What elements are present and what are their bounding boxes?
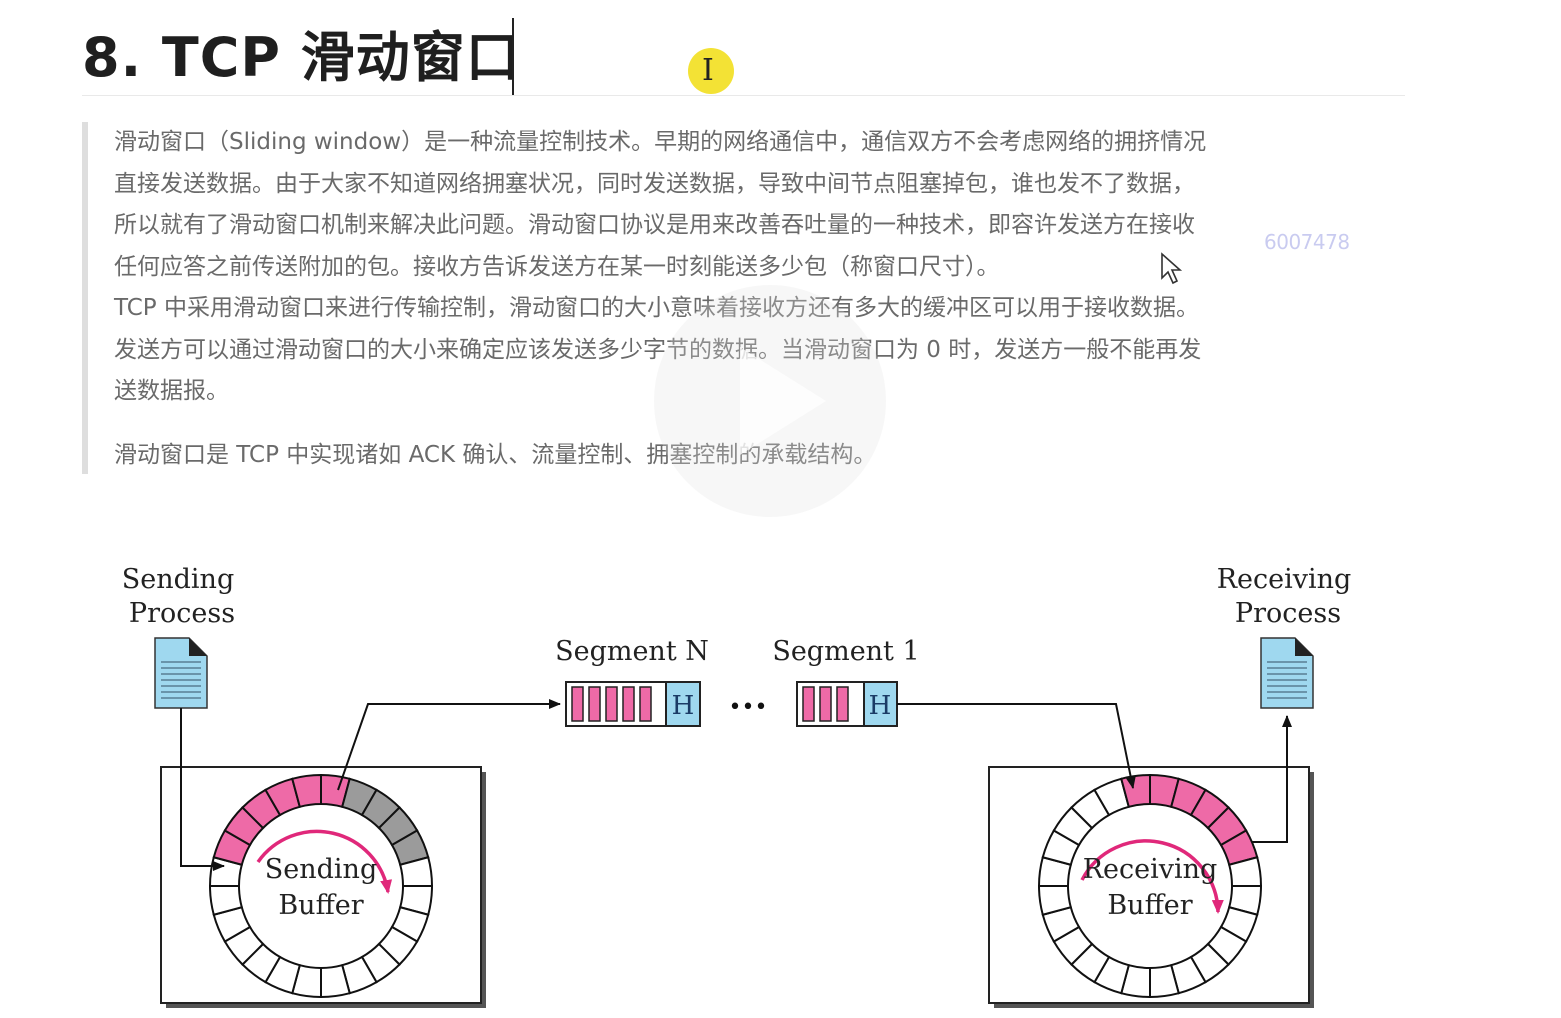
video-play-button[interactable] xyxy=(654,285,886,517)
segment-1-label: Segment 1 xyxy=(772,636,919,667)
buffer-to-segment-arrow xyxy=(337,699,561,791)
process-to-buffer-arrow xyxy=(180,708,225,871)
segment-n: H xyxy=(565,681,701,727)
receiving-process-label: Process xyxy=(1235,598,1341,629)
watermark-text: 6007478 xyxy=(1264,230,1350,254)
segment-n-header: H xyxy=(672,691,695,721)
mouse-pointer-icon xyxy=(1161,252,1183,285)
receiving-document-icon xyxy=(1260,637,1314,709)
segment-to-buffer-arrow xyxy=(897,703,1136,789)
paragraph-line: 滑动窗口（Sliding window）是一种流量控制技术。早期的网络通信中，通… xyxy=(114,129,1207,155)
description-blockquote: 滑动窗口（Sliding window）是一种流量控制技术。早期的网络通信中，通… xyxy=(82,122,1378,474)
segment-1: H xyxy=(796,681,898,727)
cursor-highlight xyxy=(688,48,734,94)
buffer-slot xyxy=(398,856,434,887)
receiving-buffer-label: Receiving xyxy=(1083,854,1218,885)
paragraph-line: TCP 中采用滑动窗口来进行传输控制，滑动窗口的大小意味着接收方还有多大的缓冲区… xyxy=(114,295,1199,321)
buffer-to-process-arrow xyxy=(1252,715,1292,843)
heading-divider xyxy=(82,95,1405,96)
sending-buffer-ring xyxy=(208,773,434,999)
sending-document-icon xyxy=(154,637,208,709)
segment-n-label: Segment N xyxy=(555,636,709,667)
receiving-rotation-arrow xyxy=(1080,839,1224,914)
ibeam-cursor-icon: I xyxy=(702,53,714,88)
segments-ellipsis: ••• xyxy=(729,695,768,720)
page-heading: 8. TCP 滑动窗口 xyxy=(82,26,521,89)
play-icon xyxy=(740,347,826,455)
text-caret xyxy=(512,18,514,96)
paragraph-line: 任何应答之前传送附加的包。接收方告诉发送方在某一时刻能送多少包（称窗口尺寸）。 xyxy=(114,253,1000,280)
buffer-slot xyxy=(1227,856,1263,887)
paragraph-line: 直接发送数据。由于大家不知道网络拥塞状况，同时发送数据，导致中间节点阻塞掉包，谁… xyxy=(114,170,1195,197)
receiving-buffer-ring xyxy=(1037,773,1263,999)
paragraph-line: 发送方可以通过滑动窗口的大小来确定应该发送多少字节的数据。当滑动窗口为 0 时，… xyxy=(114,336,1202,363)
sending-process-label: Sending xyxy=(122,564,234,595)
receiving-buffer-label: Buffer xyxy=(1107,890,1192,921)
paragraph-line: 送数据报。 xyxy=(114,378,229,404)
segment-1-header: H xyxy=(869,691,892,721)
sending-rotation-arrow xyxy=(256,829,393,894)
sending-buffer-label: Sending xyxy=(265,854,377,885)
paragraph-line: 所以就有了滑动窗口机制来解决此问题。滑动窗口协议是用来改善吞吐量的一种技术，即容… xyxy=(114,212,1195,238)
sending-process-label: Process xyxy=(129,598,235,629)
sending-buffer-label: Buffer xyxy=(278,890,363,921)
receiving-process-label: Receiving xyxy=(1217,564,1352,595)
